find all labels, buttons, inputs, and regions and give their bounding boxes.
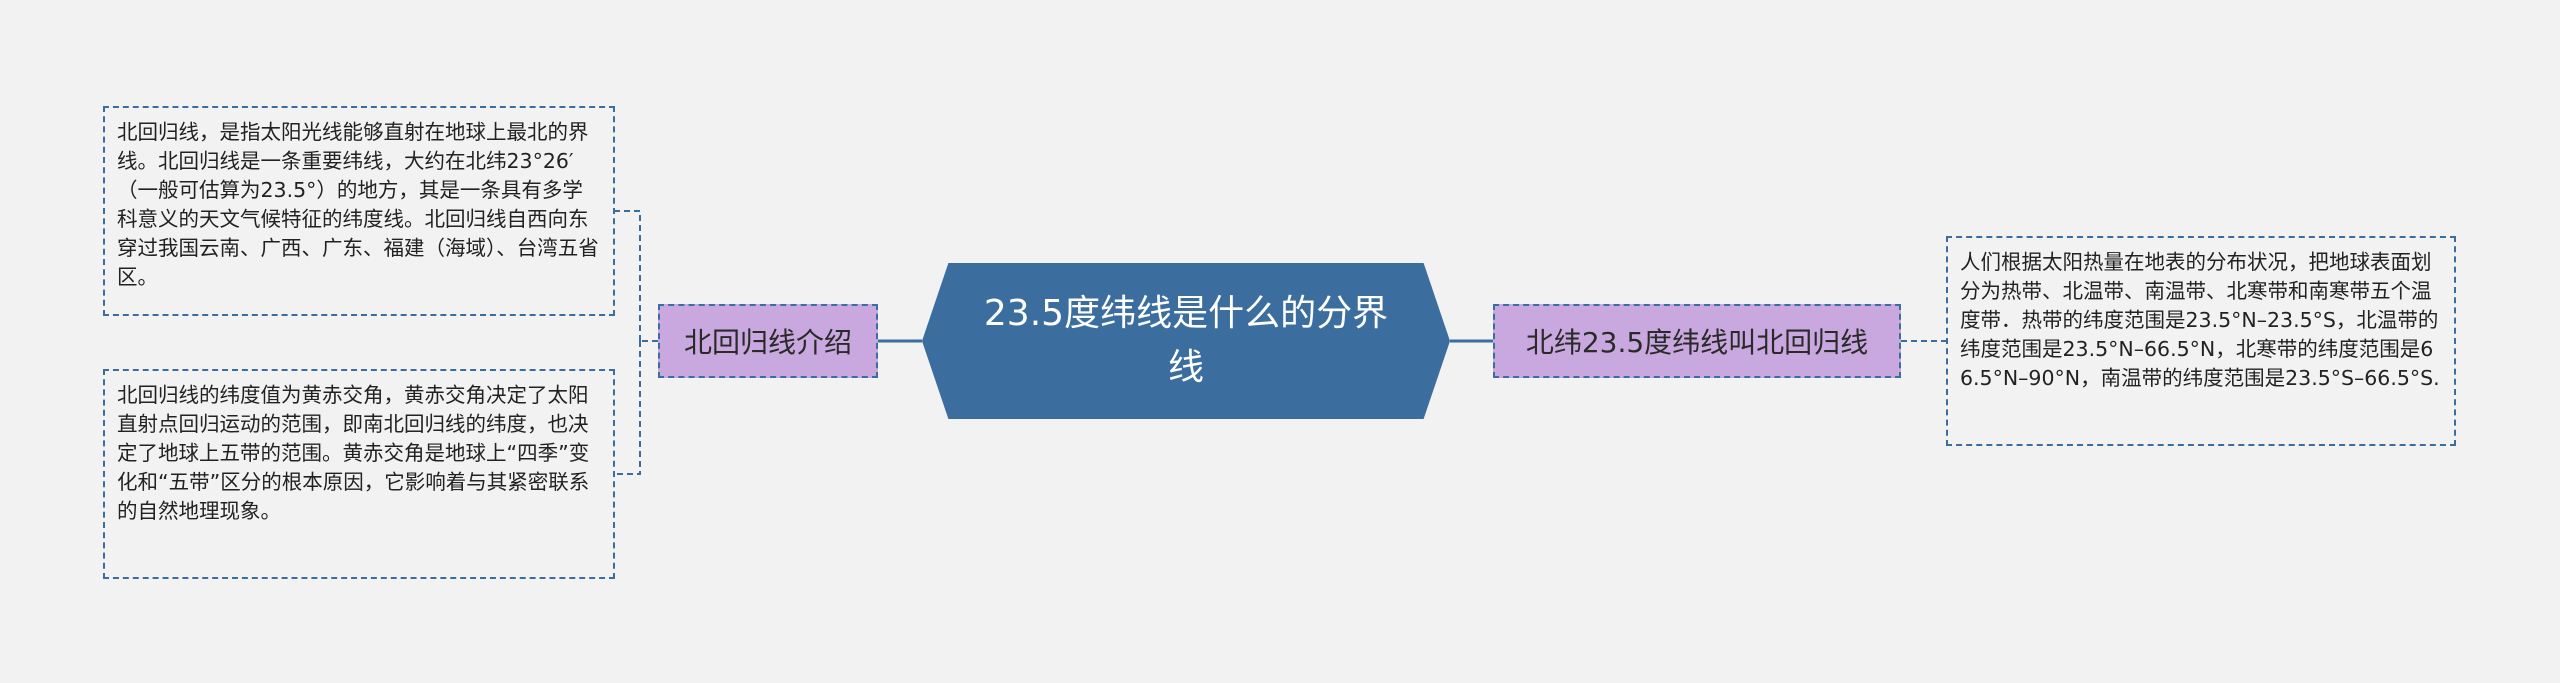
leaf-right-1[interactable]: 人们根据太阳热量在地表的分布状况，把地球表面划分为热带、北温带、南温带、北寒带和… [1946,236,2456,446]
central-topic-label: 23.5度纬线是什么的分界线 [983,293,1389,388]
branch-right-label: 北纬23.5度纬线叫北回归线 [1525,326,1869,359]
leaf-left-1-text: 北回归线，是指太阳光线能够直射在地球上最北的界线。北回归线是一条重要纬线，大约在… [117,120,599,289]
connector-left-leaves [615,210,658,475]
branch-left[interactable]: 北回归线介绍 [658,304,878,378]
leaf-left-1[interactable]: 北回归线，是指太阳光线能够直射在地球上最北的界线。北回归线是一条重要纬线，大约在… [103,106,615,316]
leaf-left-2[interactable]: 北回归线的纬度值为黄赤交角，黄赤交角决定了太阳直射点回归运动的范围，即南北回归线… [103,369,615,579]
leaf-right-1-text: 人们根据太阳热量在地表的分布状况，把地球表面划分为热带、北温带、南温带、北寒带和… [1960,250,2440,390]
branch-left-label: 北回归线介绍 [683,326,852,359]
leaf-left-2-text: 北回归线的纬度值为黄赤交角，黄赤交角决定了太阳直射点回归运动的范围，即南北回归线… [117,383,590,523]
branch-right[interactable]: 北纬23.5度纬线叫北回归线 [1493,304,1901,378]
central-topic[interactable]: 23.5度纬线是什么的分界线 [922,263,1450,419]
